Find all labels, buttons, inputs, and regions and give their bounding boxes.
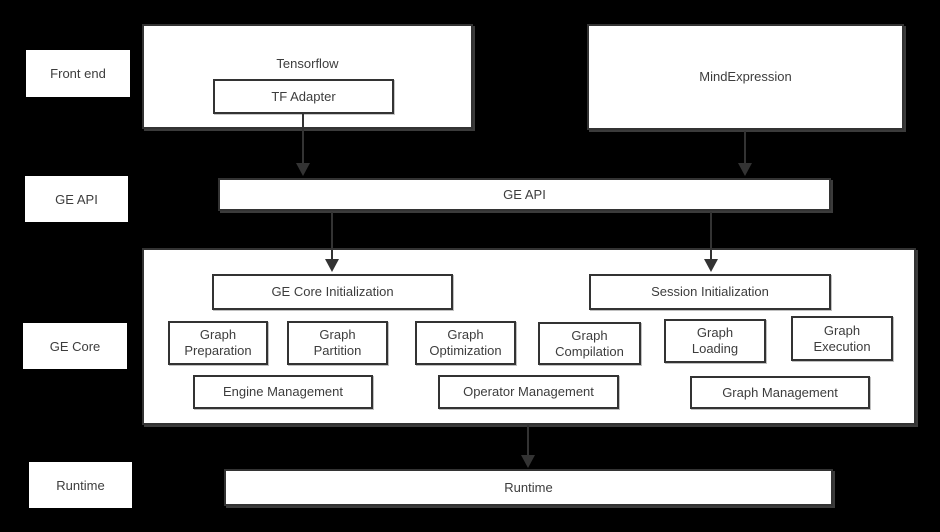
side-label-front-end: Front end (26, 50, 130, 97)
stage-box-graph-loading: Graph Loading (664, 319, 766, 363)
arrow-shaft (527, 425, 529, 456)
arrow-ge-api-to-session-initialization (704, 212, 718, 272)
side-label-ge-core: GE Core (23, 323, 127, 369)
mindexpression-box: MindExpression (587, 24, 904, 130)
stage-box-graph-compilation: Graph Compilation (538, 322, 641, 365)
ge-core-initialization-box: GE Core Initialization (212, 274, 453, 310)
arrow-head-icon (325, 259, 339, 272)
arrow-shaft (331, 212, 333, 260)
stage-box-graph-preparation: Graph Preparation (168, 321, 268, 365)
ge-api-bar: GE API (218, 178, 831, 211)
arrow-head-icon (521, 455, 535, 468)
arrow-shaft (710, 212, 712, 260)
arrow-head-icon (704, 259, 718, 272)
arrow-ge-api-to-ge-core-initialization (325, 212, 339, 272)
stage-box-graph-partition: Graph Partition (287, 321, 388, 365)
arrow-head-icon (296, 163, 310, 176)
arrow-mindexpression-to-ge-api (738, 131, 752, 176)
tensorflow-title: Tensorflow (276, 56, 339, 71)
graph-management-box: Graph Management (690, 376, 870, 409)
arrow-ge-core-to-runtime (521, 425, 535, 468)
arrow-shaft (302, 114, 304, 164)
session-initialization-box: Session Initialization (589, 274, 831, 310)
side-label-runtime: Runtime (29, 462, 132, 508)
side-label-ge-api: GE API (25, 176, 128, 222)
ge-core-container: GE Core Initialization Session Initializ… (142, 248, 916, 425)
tf-adapter-box: TF Adapter (213, 79, 394, 114)
runtime-bar: Runtime (224, 469, 833, 506)
stage-box-graph-optimization: Graph Optimization (415, 321, 516, 365)
stage-box-graph-execution: Graph Execution (791, 316, 893, 361)
tensorflow-box: Tensorflow TF Adapter (142, 24, 473, 129)
arrow-tf-adapter-to-ge-api (296, 114, 310, 176)
engine-management-box: Engine Management (193, 375, 373, 409)
operator-management-box: Operator Management (438, 375, 619, 409)
arrow-shaft (744, 131, 746, 164)
arrow-head-icon (738, 163, 752, 176)
